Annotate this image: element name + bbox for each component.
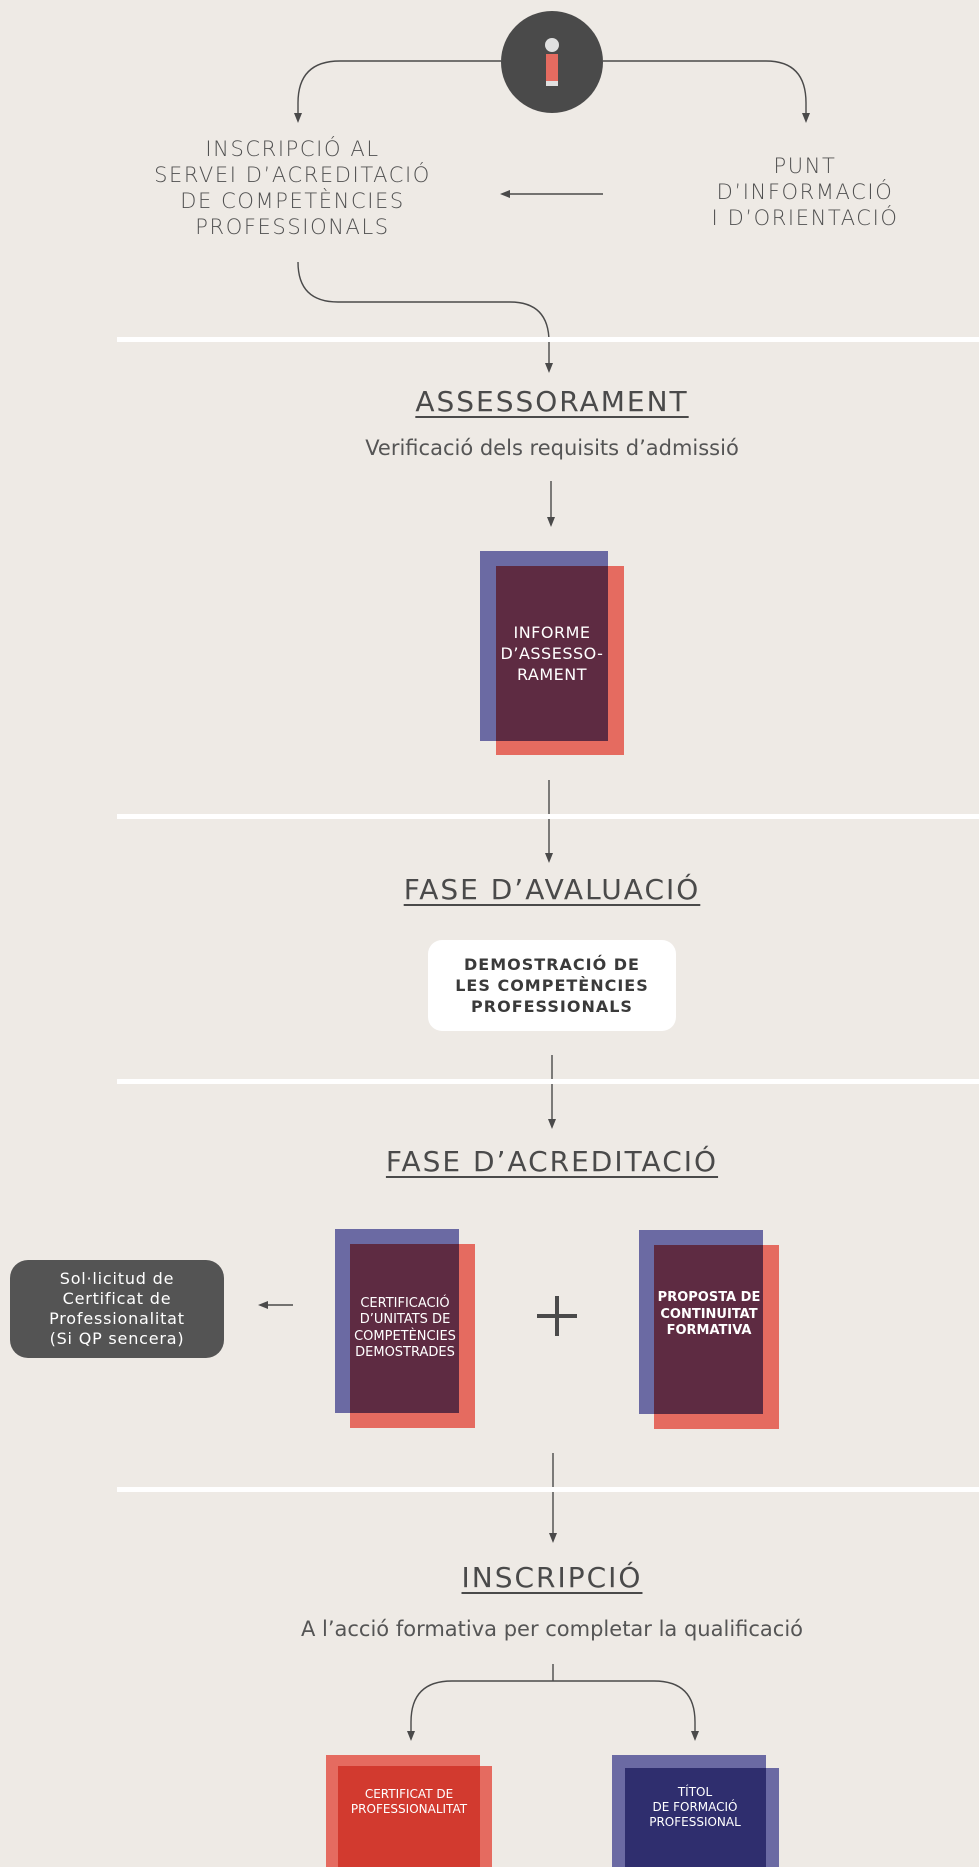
section-divider [117, 337, 979, 342]
arrow-to-assessorament [297, 261, 553, 373]
arrow-to-inscripcio-servei [294, 60, 501, 123]
proposta-label: PROPOSTA DE CONTINUITAT FORMATIVA [657, 1290, 761, 1339]
certificat-document: CERTIFICAT DE PROFESSIONALITAT [326, 1755, 492, 1867]
inscripcio-heading: INSCRIPCIÓ [461, 1561, 643, 1594]
informe-label: INFORME D’ASSESSO- RAMENT [500, 623, 604, 684]
arrow-to-certificat [407, 1680, 553, 1741]
sol-licitud-box: Sol·licitud de Certificat de Professiona… [10, 1260, 224, 1358]
info-person-icon [545, 38, 559, 86]
titol-label: TÍTOL DE FORMACIÓ PROFESSIONAL [649, 1784, 741, 1829]
inscripcio-servei-text: INSCRIPCIÓ AL SERVEI D’ACREDITACIÓ DE CO… [154, 137, 431, 239]
acreditacio-heading: FASE D’ACREDITACIÓ [385, 1145, 719, 1178]
info-point-circle [501, 11, 603, 113]
assessorament-subtitle: Verificació dels requisits d’admissió [365, 436, 739, 460]
assessorament-heading: ASSESSORAMENT [415, 385, 689, 418]
certificacio-label: CERTIFICACIÓ D’UNITATS DE COMPETÈNCIES D… [354, 1295, 456, 1361]
informe-document: INFORME D’ASSESSO- RAMENT [480, 551, 624, 755]
avaluacio-heading: FASE D’AVALUACIÓ [403, 873, 701, 906]
arrow-to-titol [553, 1680, 699, 1741]
titol-document: TÍTOL DE FORMACIÓ PROFESSIONAL [612, 1755, 779, 1867]
certificacio-document: CERTIFICACIÓ D’UNITATS DE COMPETÈNCIES D… [335, 1229, 475, 1428]
proposta-document: PROPOSTA DE CONTINUITAT FORMATIVA [639, 1230, 779, 1429]
certificat-label: CERTIFICAT DE PROFESSIONALITAT [350, 1787, 468, 1816]
demostracio-box: DEMOSTRACIÓ DE LES COMPETÈNCIES PROFESSI… [428, 940, 676, 1031]
plus-icon [537, 1296, 577, 1336]
section-divider [117, 1079, 979, 1084]
punt-informacio-text: PUNT D’INFORMACIÓ I D’ORIENTACIÓ [711, 154, 899, 230]
section-divider [117, 814, 979, 819]
inscripcio-subtitle: A l’acció formativa per completar la qua… [300, 1617, 804, 1641]
section-divider [117, 1487, 979, 1492]
arrow-to-punt-informacio [603, 60, 810, 123]
